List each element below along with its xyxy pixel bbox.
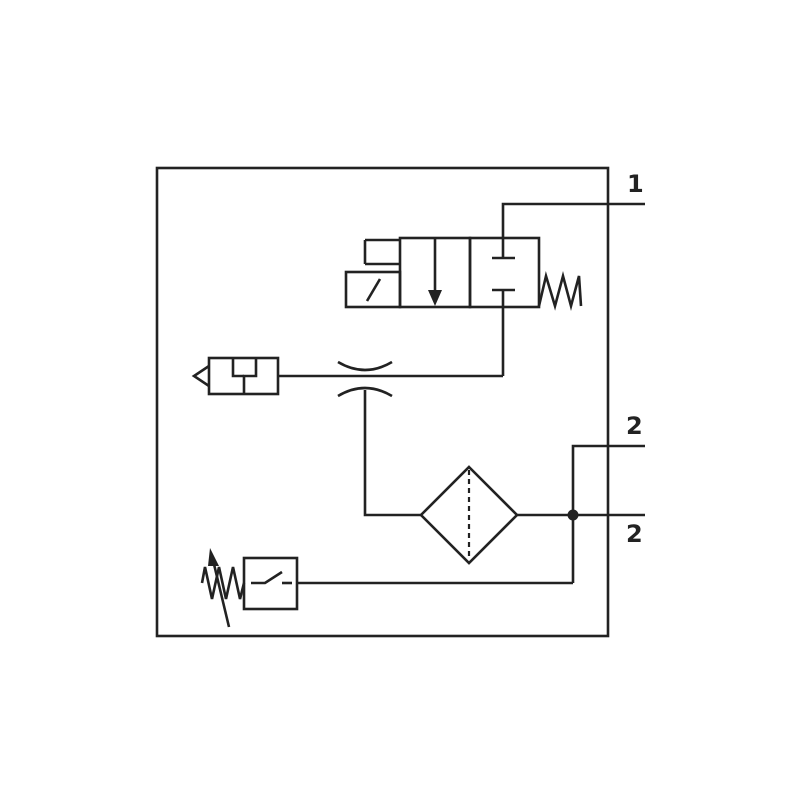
spring-icon xyxy=(537,270,583,312)
port-2-lower-label: 2 xyxy=(626,520,643,548)
port-1-line xyxy=(501,202,645,258)
port-2-upper-line xyxy=(571,444,645,583)
port-1: 1 xyxy=(501,170,645,258)
housing-boundary xyxy=(155,166,610,638)
solenoid-actuator-icon xyxy=(344,238,402,309)
solenoid-valve xyxy=(344,236,583,312)
silencer-icon xyxy=(191,356,280,396)
pressure-switch-icon xyxy=(242,556,299,611)
port-2-upper-label: 2 xyxy=(626,412,643,440)
blocked-port-icon xyxy=(492,256,515,307)
adjustable-spring-icon xyxy=(200,548,246,628)
throttle-icon xyxy=(337,360,393,398)
filter-inlet-line xyxy=(363,390,421,517)
flow-arrow-icon xyxy=(428,238,442,306)
port-1-label: 1 xyxy=(627,170,644,198)
filter-icon xyxy=(419,465,519,565)
valve-right-box xyxy=(468,236,541,309)
